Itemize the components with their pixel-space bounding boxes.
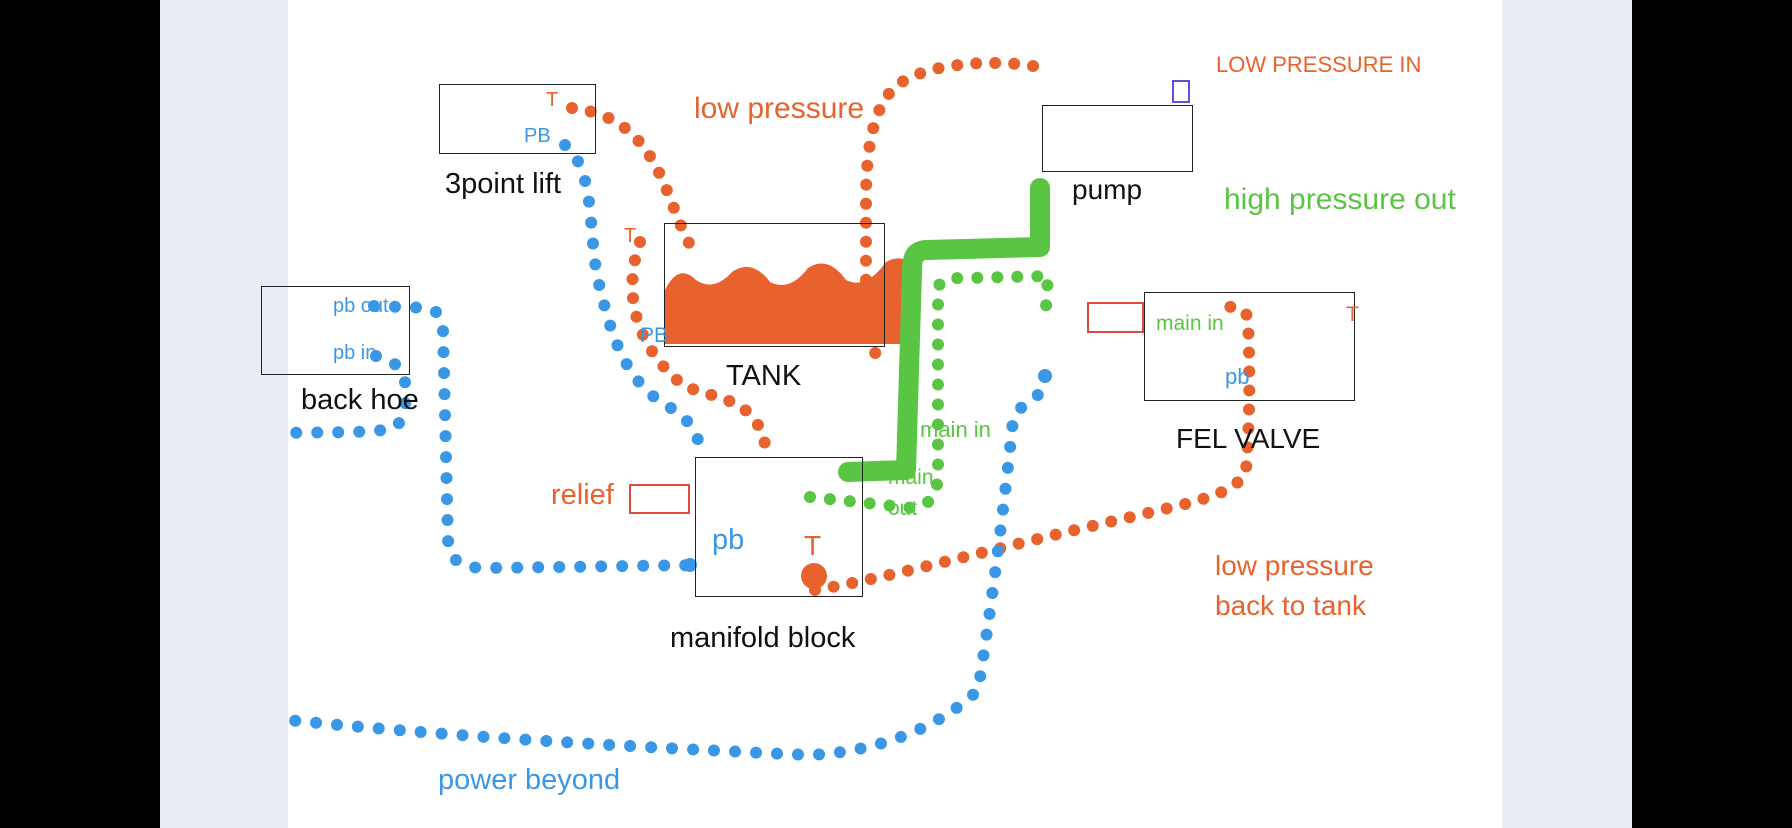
fel-main-in-port (1087, 302, 1144, 333)
manifold-t-port-label: T (804, 530, 822, 561)
tank-to-manifold-t-line (626, 236, 772, 456)
power-beyond-label: power beyond (438, 764, 621, 796)
low-pressure-back-label-line1: low pressure (1215, 550, 1374, 581)
lift-pb-port-label: PB (524, 125, 551, 147)
back-hoe-box (261, 286, 410, 375)
fel-pb-port-label: pb (1225, 364, 1250, 389)
fel-t-port-label: T (1346, 303, 1359, 326)
lift-t-to-tank-line (566, 102, 696, 251)
pump-inlet-port (1172, 80, 1190, 103)
manifold-pb-port-label: pb (712, 524, 745, 556)
pb-line-label: PB (640, 324, 669, 347)
main-out-to-fel-line (804, 269, 1055, 515)
relief-label: relief (551, 479, 614, 511)
manifold-main-port-label: main (888, 466, 934, 489)
low-pressure-in-label: LOW PRESSURE IN (1216, 52, 1422, 77)
back-hoe-pb-out-label: pb out (333, 295, 389, 317)
pump-low-pressure-in-line (860, 56, 1039, 366)
manifold-main-in-label: main in (920, 417, 991, 442)
low-pressure-label: low pressure (694, 92, 865, 125)
back-hoe-label: back hoe (301, 384, 419, 416)
high-pressure-out-line (838, 178, 1050, 482)
return-to-tank-line (809, 300, 1256, 596)
tank-box (664, 223, 885, 347)
manifold-out-port-label: out (888, 497, 918, 520)
three-point-lift-label: 3point lift (445, 168, 562, 200)
pump-label: pump (1072, 174, 1143, 205)
tank-fluid (664, 258, 918, 344)
hydraulic-diagram (288, 56, 1256, 762)
backhoe-pb-out-to-manifold-line (368, 300, 706, 575)
high-pressure-out-label: high pressure out (1224, 183, 1456, 216)
low-pressure-back-label-line2: back to tank (1215, 590, 1366, 621)
three-point-lift-box (439, 84, 596, 154)
manifold-t-port-dot (801, 563, 827, 589)
fel-main-in-label: main in (1156, 312, 1224, 335)
manifold-pb-dot (683, 558, 697, 572)
fel-valve-box (1144, 292, 1355, 401)
tank-label: TANK (726, 360, 802, 392)
diagram-canvas: T PB 3point lift pb out pb in back hoe T… (261, 0, 1502, 828)
lift-t-port-label: T (546, 89, 559, 111)
back-hoe-pb-in-label: pb in (333, 342, 377, 364)
power-beyond-loop-line (288, 350, 1054, 762)
manifold-block-box (695, 457, 863, 597)
fel-pb-dot (1038, 369, 1052, 383)
fel-valve-label: FEL VALVE (1176, 423, 1321, 454)
manifold-block-label: manifold block (670, 622, 856, 654)
relief-port (629, 484, 690, 514)
lift-pb-to-manifold-line (559, 139, 704, 446)
tank-t-port-label: T (624, 225, 637, 247)
pump-box (1042, 105, 1193, 172)
